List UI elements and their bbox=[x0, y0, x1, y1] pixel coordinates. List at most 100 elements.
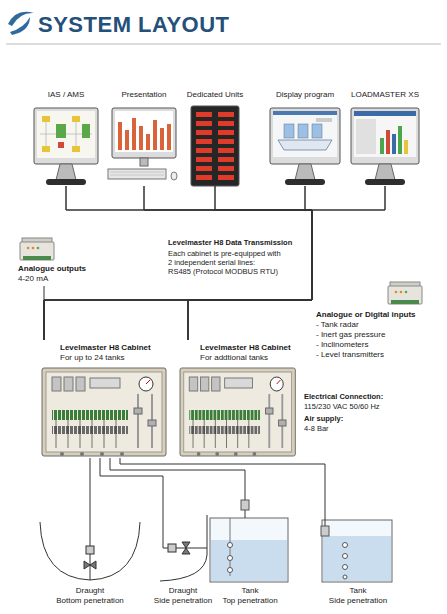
node-subtext: Top penetration bbox=[205, 596, 295, 606]
dedicated-unit-panel-part-part bbox=[196, 130, 212, 135]
display-monitor-part bbox=[285, 179, 325, 185]
node-label: Tank bbox=[316, 586, 400, 596]
note-text: 2 independent serial lines: bbox=[168, 258, 255, 267]
presentation-monitor-part bbox=[140, 158, 148, 166]
draught-bottom-illustration-part bbox=[84, 561, 96, 569]
dedicated-unit-panel-part-part bbox=[218, 112, 234, 117]
output-module bbox=[20, 238, 54, 260]
node-subtext: - Inclinometers bbox=[316, 340, 416, 350]
signal-line bbox=[44, 186, 312, 340]
node-label: IAS / AMS bbox=[30, 90, 102, 100]
note-text: Each cabinet is pre-equipped with bbox=[168, 249, 281, 258]
tank-top-illustration-part-part bbox=[228, 568, 233, 573]
node-label: Dedicated Units bbox=[184, 90, 246, 100]
node-subtext: Side penetration bbox=[146, 596, 220, 606]
loadmaster-monitor-part bbox=[354, 111, 416, 116]
presentation-monitor-part-part bbox=[146, 134, 150, 150]
presentation-monitor bbox=[108, 108, 177, 180]
presentation-monitor-part bbox=[108, 169, 166, 179]
loadmaster-monitor-part bbox=[375, 164, 395, 180]
cabinet-illustration bbox=[180, 368, 295, 456]
display-monitor-part bbox=[284, 124, 322, 138]
node-text-group: DraughtBottom penetration bbox=[38, 586, 142, 606]
company-logo-part bbox=[10, 17, 30, 35]
ias-monitor-part bbox=[42, 116, 80, 152]
draught-bottom-illustration-part bbox=[86, 546, 94, 554]
tank-sensor: TankSide penetration bbox=[316, 500, 400, 606]
dedicated-unit-panel-part-part bbox=[196, 139, 212, 144]
note-text: RS485 (Protocol MODBUS RTU) bbox=[168, 267, 278, 276]
ias-monitor-part-part bbox=[42, 146, 50, 152]
ias-monitor-part bbox=[56, 124, 90, 138]
presentation-monitor-part-part bbox=[139, 126, 143, 150]
cabinet: Levelmaster H8 CabinetFor up to 24 tanks bbox=[36, 340, 168, 458]
node-label: Presentation bbox=[106, 90, 182, 100]
spec-value: 115/230 VAC 50/60 Hz bbox=[304, 402, 380, 411]
node-subtext: For up to 24 tanks bbox=[60, 353, 151, 363]
node-label: LOADMASTER XS bbox=[346, 90, 424, 100]
loadmaster-monitor-part-part bbox=[392, 134, 396, 154]
tank-top-illustration-part bbox=[210, 518, 288, 582]
ias-monitor-part-part bbox=[72, 146, 80, 152]
display-monitor-part bbox=[273, 111, 337, 157]
presentation-monitor-part-part bbox=[125, 130, 129, 150]
tank-side-illustration-part-part bbox=[343, 565, 348, 570]
section-heading: Levelmaster H8 Data Transmission bbox=[168, 238, 292, 247]
tank-top-illustration-part bbox=[241, 500, 249, 510]
dedicated-unit-panel bbox=[191, 106, 239, 186]
dedicated-unit-panel-part-part bbox=[218, 121, 234, 126]
presentation-monitor-part bbox=[112, 108, 176, 158]
dedicated-unit-panel-part-part bbox=[218, 175, 234, 180]
dedicated-unit-panel-part-part bbox=[196, 112, 212, 117]
node-label: Analogue outputs bbox=[18, 264, 86, 274]
dedicated-unit-panel-part-part bbox=[196, 166, 212, 171]
loadmaster-monitor-part bbox=[356, 119, 376, 154]
display-monitor-part bbox=[273, 111, 337, 115]
ias-monitor-part-part bbox=[82, 124, 90, 138]
node-subtext: - Inert gas pressure bbox=[316, 330, 416, 340]
node-subtext: For addtional tanks bbox=[200, 353, 291, 363]
node-text-group: Display program bbox=[262, 90, 348, 100]
node-subtext: - Tank radar bbox=[316, 320, 416, 330]
tank-side-illustration-part bbox=[343, 543, 348, 580]
draught-sensor: DraughtBottom penetration bbox=[38, 500, 142, 606]
display-monitor-part bbox=[295, 164, 315, 180]
ias-monitor-part bbox=[58, 142, 64, 148]
input-module: Analogue or Digital inputs- Tank radar- … bbox=[314, 278, 439, 358]
draught-side-illustration-part bbox=[168, 544, 176, 552]
presentation-monitor-part-part bbox=[167, 124, 171, 150]
draught-bottom-illustration-part bbox=[90, 500, 91, 580]
loadmaster-monitor-part-part bbox=[398, 126, 402, 154]
dedicated-unit: Dedicated Units bbox=[184, 90, 246, 186]
tank-side-illustration bbox=[321, 500, 392, 582]
cabinet-illustration bbox=[42, 368, 166, 456]
ias-monitor-part-part bbox=[72, 116, 80, 122]
tank-top-illustration-part bbox=[211, 540, 287, 581]
signal-line bbox=[110, 458, 245, 490]
draught-bottom-illustration bbox=[40, 500, 140, 580]
dedicated-unit-panel-part-part bbox=[218, 157, 234, 162]
display-monitor-part-part bbox=[312, 124, 322, 138]
tank-top-illustration-part-part bbox=[228, 543, 233, 548]
ias-monitor-part bbox=[34, 108, 98, 164]
dedicated-unit-panel-part-part bbox=[218, 130, 234, 135]
dedicated-unit-panel-part bbox=[196, 112, 234, 180]
tank-sensor: TankTop penetration bbox=[205, 490, 295, 606]
company-logo bbox=[8, 12, 34, 35]
dedicated-unit-panel-part-part bbox=[196, 157, 212, 162]
signal-line bbox=[44, 186, 312, 340]
node-text-group: Levelmaster H8 CabinetFor addtional tank… bbox=[200, 343, 291, 363]
presentation-monitor-part bbox=[171, 172, 177, 180]
signal-line bbox=[44, 186, 312, 340]
node-text-group: Analogue outputs4-20 mA bbox=[18, 264, 86, 284]
spec-heading: Electrical Connection: bbox=[304, 392, 383, 401]
monitor-station: LOADMASTER XS bbox=[346, 90, 424, 186]
signal-line bbox=[44, 286, 45, 340]
node-text-group: Analogue or Digital inputs- Tank radar- … bbox=[316, 310, 416, 360]
node-label: Draught bbox=[146, 586, 220, 596]
output-module: Analogue outputs4-20 mA bbox=[14, 236, 98, 286]
tank-top-illustration-part bbox=[228, 543, 233, 573]
presentation-monitor-part-part bbox=[110, 172, 164, 173]
presentation-monitor-part bbox=[110, 172, 164, 175]
